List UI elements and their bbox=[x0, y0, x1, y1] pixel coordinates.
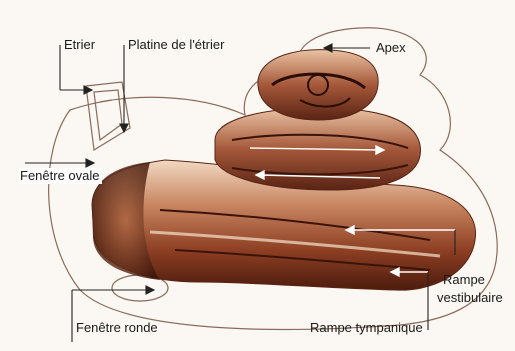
label-stirrup: Etrier bbox=[64, 37, 95, 53]
label-scala-vestibuli-line2: vestibulaire bbox=[437, 290, 503, 306]
label-round-window: Fenêtre ronde bbox=[76, 320, 158, 336]
stirrup-shape bbox=[86, 82, 130, 150]
label-apex: Apex bbox=[376, 40, 406, 56]
label-stirrup-plate: Platine de l'étrier bbox=[128, 37, 224, 53]
label-scala-vestibuli-line1: Rampe bbox=[443, 272, 485, 288]
label-scala-tympani: Rampe tympanique bbox=[310, 320, 423, 336]
label-oval-window: Fenêtre ovale bbox=[18, 168, 102, 184]
